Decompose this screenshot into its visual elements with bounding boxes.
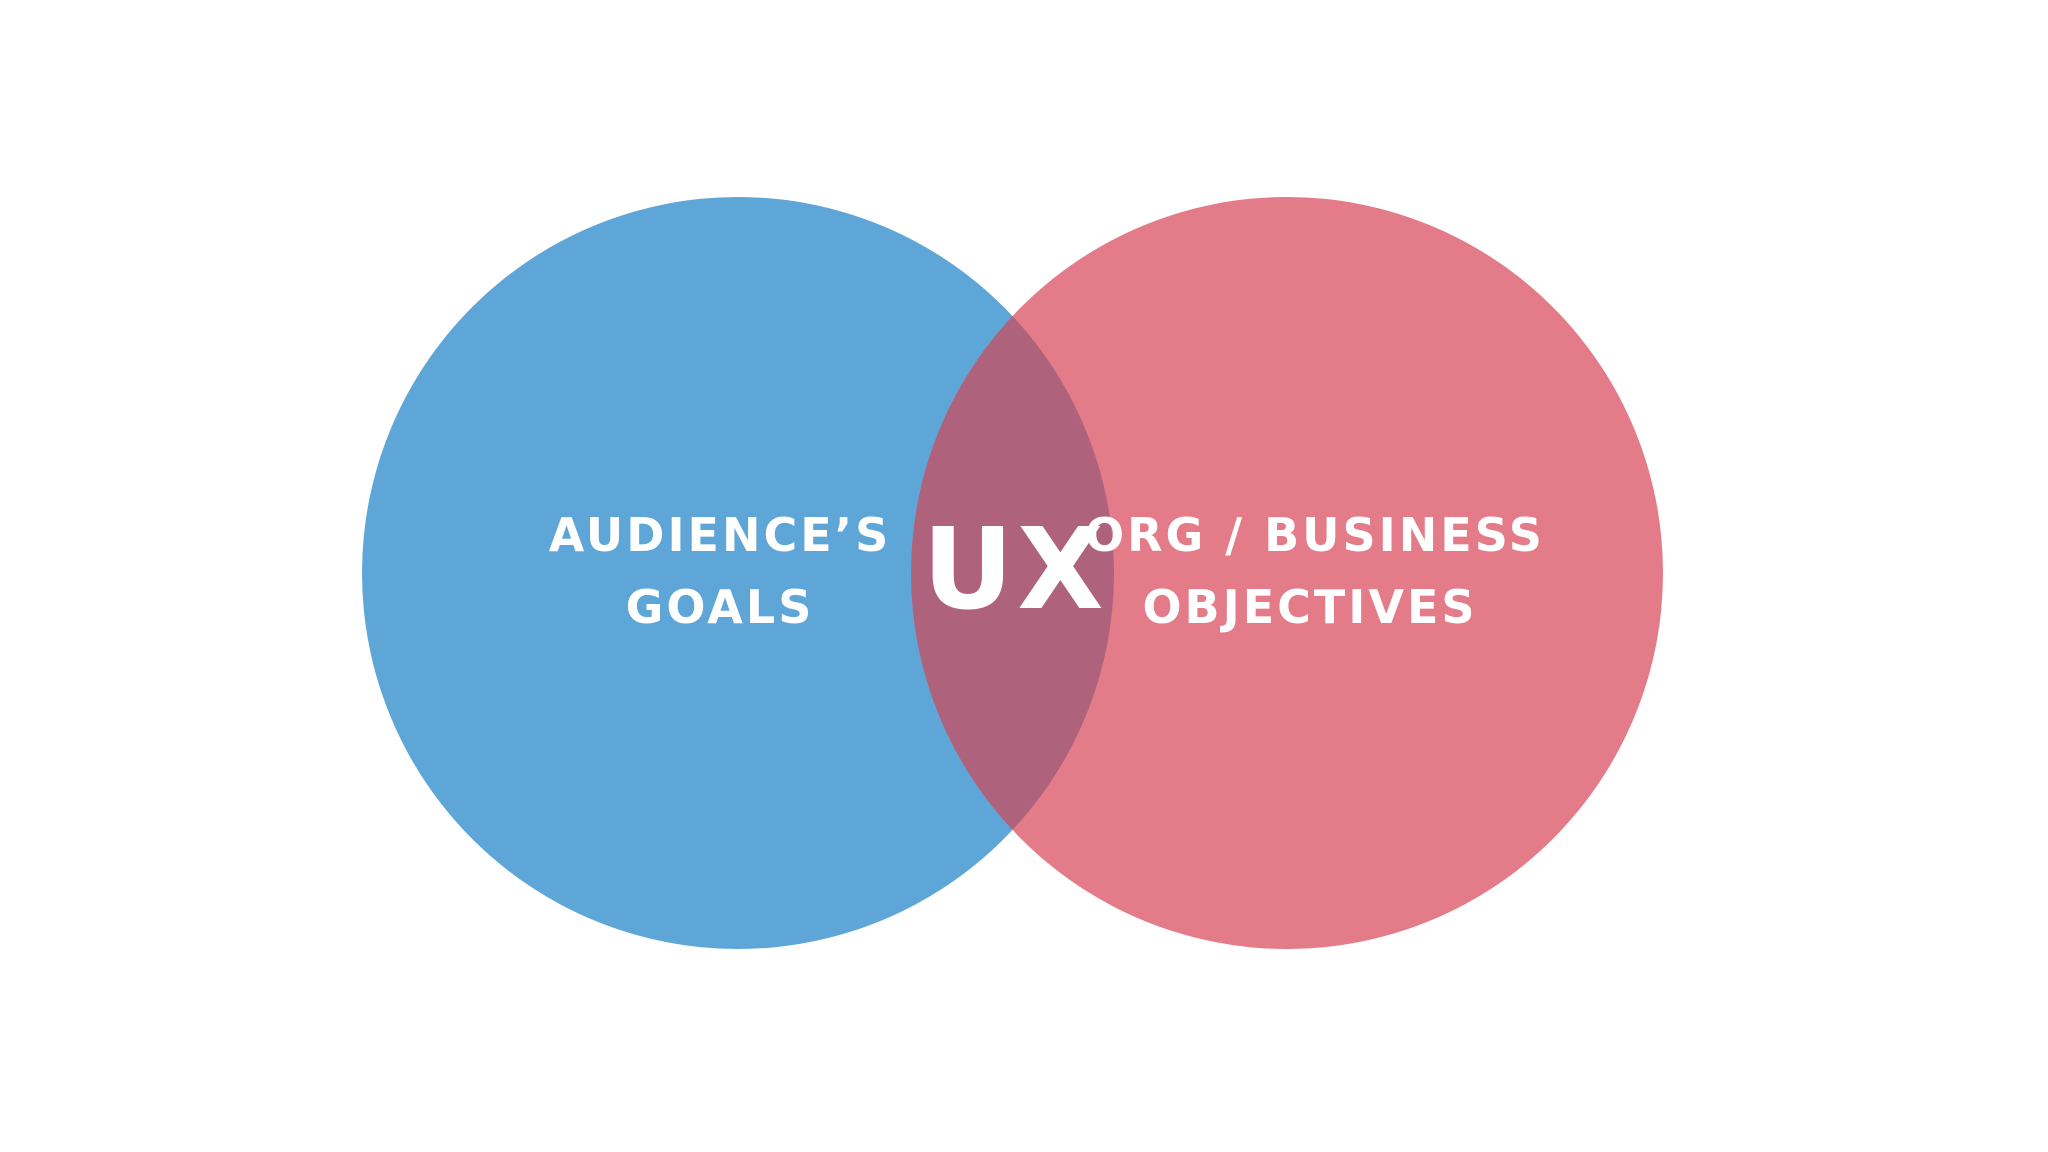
audience-goals-label: AUDIENCE’S GOALS bbox=[520, 499, 920, 643]
audience-goals-line-1: AUDIENCE’S bbox=[548, 508, 892, 562]
business-objectives-circle bbox=[911, 197, 1663, 949]
audience-goals-line-2: GOALS bbox=[625, 580, 815, 634]
business-objectives-line-2: OBJECTIVES bbox=[1142, 580, 1478, 634]
business-objectives-label: ORG / BUSINESS OBJECTIVES bbox=[1085, 499, 1545, 643]
ux-label: UX bbox=[922, 505, 1108, 635]
audience-goals-circle bbox=[362, 197, 1114, 949]
business-objectives-line-1: ORG / BUSINESS bbox=[1085, 508, 1545, 562]
